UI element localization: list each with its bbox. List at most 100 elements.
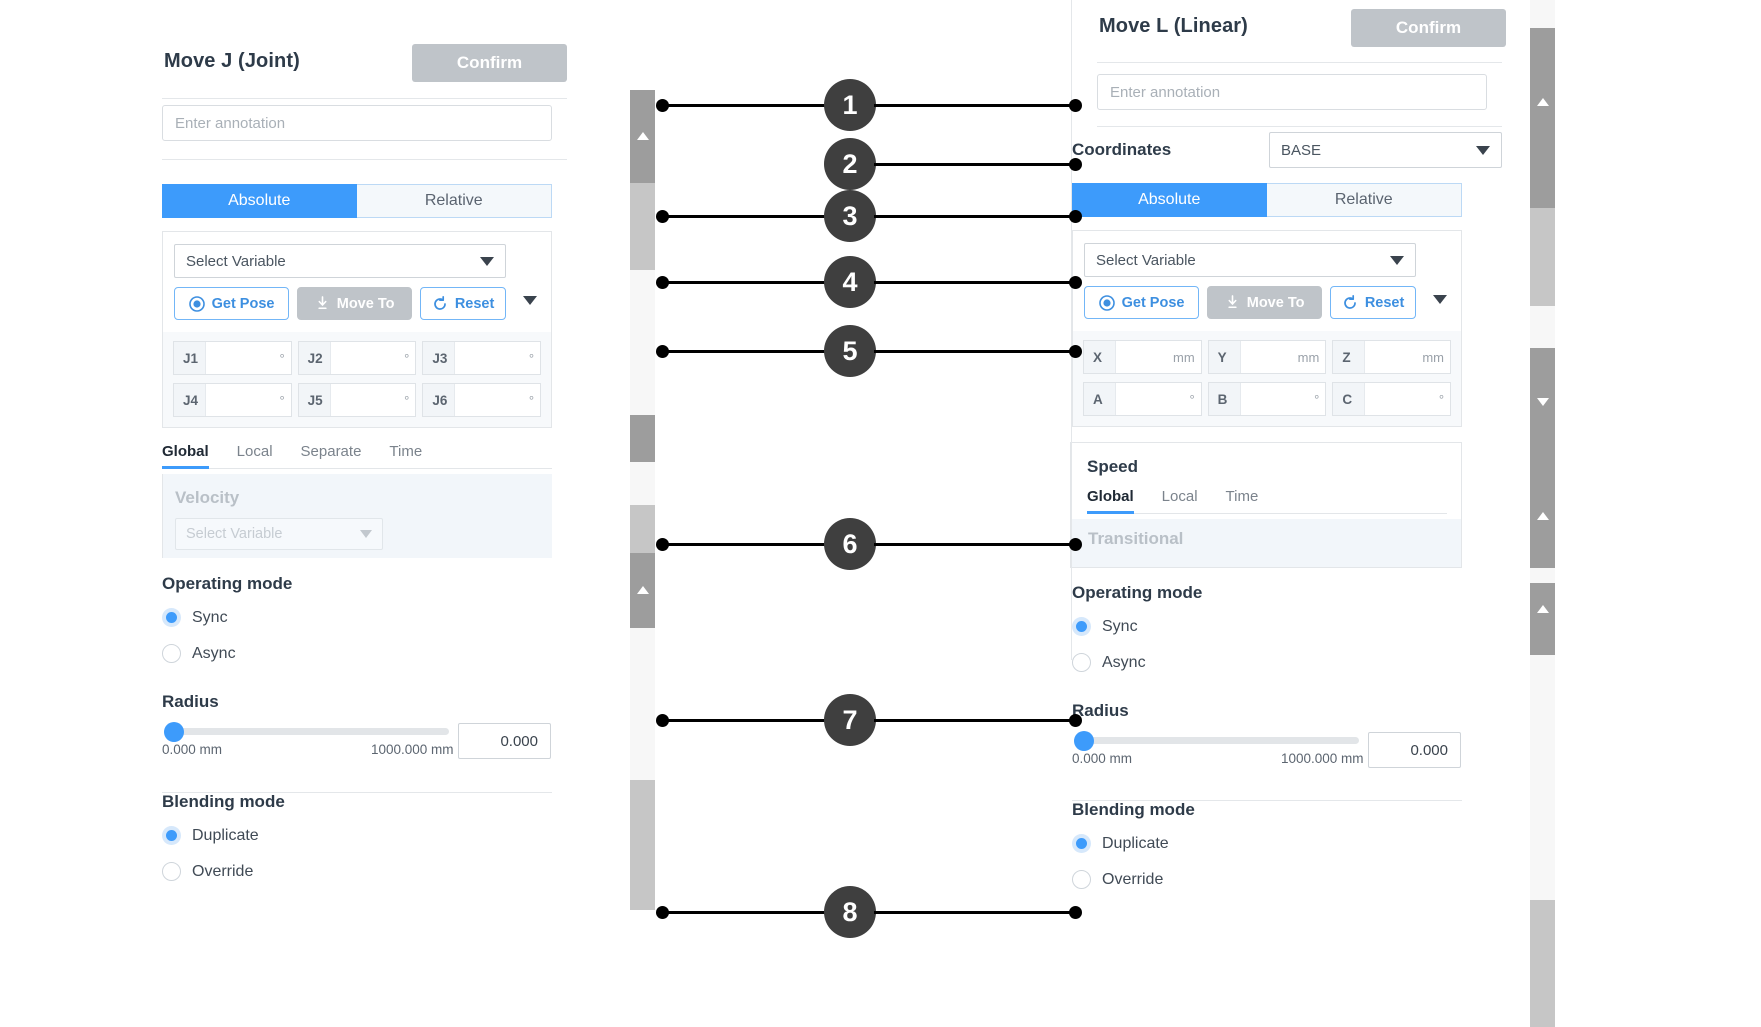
- callout-line-right-5: [874, 350, 1074, 353]
- expand-variable-button[interactable]: [1423, 286, 1457, 312]
- tab-global[interactable]: Global: [1087, 488, 1134, 514]
- radius-value-input[interactable]: 0.000: [1368, 732, 1461, 768]
- callout-line-right-3: [874, 215, 1074, 218]
- reset-button[interactable]: Reset: [1330, 286, 1416, 319]
- confirm-button[interactable]: Confirm: [1351, 9, 1506, 47]
- slider-knob[interactable]: [164, 722, 184, 742]
- left-panel-scrollbar[interactable]: [630, 90, 655, 910]
- radius-slider[interactable]: [164, 722, 449, 742]
- joint-field-j1[interactable]: J1 °: [173, 341, 292, 375]
- tab-time[interactable]: Time: [389, 443, 423, 460]
- pose-field-c[interactable]: C °: [1332, 382, 1452, 416]
- tab-global[interactable]: Global: [162, 443, 209, 469]
- tab-local[interactable]: Local: [1161, 488, 1198, 505]
- operating-mode-sync[interactable]: Sync: [1072, 617, 1138, 636]
- callout-dot-right-6: [1069, 538, 1082, 551]
- right-panel-scrollbar[interactable]: [1530, 0, 1555, 1027]
- scrollbar-thumb-d[interactable]: [630, 780, 655, 910]
- radio-unselected-icon: [1072, 870, 1091, 889]
- pose-field-z[interactable]: Z mm: [1332, 340, 1452, 374]
- scrollbar-track-b[interactable]: [630, 505, 655, 553]
- joint-unit: °: [528, 392, 535, 408]
- joint-field-j6[interactable]: J6 °: [422, 383, 542, 417]
- scrollbar-thumb-c[interactable]: [630, 553, 655, 628]
- coordinates-label: Coordinates: [1072, 140, 1172, 159]
- scrollbar-thumb-d[interactable]: [1530, 583, 1555, 655]
- blending-mode-override[interactable]: Override: [1072, 870, 1163, 889]
- tab-relative[interactable]: Relative: [1266, 183, 1462, 217]
- joint-field-j5[interactable]: J5 °: [297, 383, 417, 417]
- coordinates-row: Coordinates BASE: [1072, 132, 1502, 168]
- speed-title: Speed: [1087, 457, 1139, 476]
- radio-unselected-icon: [1072, 653, 1091, 672]
- speed-tab-bar: Global Local Time: [1087, 488, 1447, 514]
- operating-mode-sync[interactable]: Sync: [162, 608, 228, 627]
- blending-mode-duplicate[interactable]: Duplicate: [1072, 834, 1169, 853]
- radio-selected-icon: [1072, 834, 1091, 853]
- operating-mode-async[interactable]: Async: [1072, 653, 1146, 672]
- tab-separate[interactable]: Separate: [300, 443, 362, 460]
- annotation-input[interactable]: Enter annotation: [1097, 74, 1487, 110]
- pose-unit: mm: [1422, 349, 1445, 365]
- joint-field-j2[interactable]: J2 °: [297, 341, 417, 375]
- move-to-button[interactable]: Move To: [297, 287, 413, 320]
- variable-select[interactable]: Select Variable: [1084, 243, 1416, 277]
- move-l-panel: Move L (Linear) Confirm Enter annotation…: [1070, 0, 1545, 1027]
- radius-slider[interactable]: [1074, 731, 1359, 751]
- expand-variable-button[interactable]: [513, 287, 547, 313]
- blending-mode-override[interactable]: Override: [162, 862, 253, 881]
- coordinates-select[interactable]: BASE: [1269, 132, 1502, 168]
- slider-knob[interactable]: [1074, 731, 1094, 751]
- blending-mode-duplicate[interactable]: Duplicate: [162, 826, 259, 845]
- tab-local[interactable]: Local: [236, 443, 273, 460]
- scrollbar-track-a[interactable]: [630, 183, 655, 270]
- pose-field-y[interactable]: Y mm: [1207, 340, 1327, 374]
- joint-key: J6: [423, 384, 456, 416]
- joint-field-j4[interactable]: J4 °: [173, 383, 292, 417]
- reset-button[interactable]: Reset: [420, 287, 506, 320]
- scrollbar-thumb-b[interactable]: [1530, 348, 1555, 480]
- variable-select[interactable]: Select Variable: [174, 244, 506, 278]
- pose-field-b[interactable]: B °: [1207, 382, 1327, 416]
- confirm-button[interactable]: Confirm: [412, 44, 567, 82]
- callout-line-left-4: [662, 281, 832, 284]
- annotation-placeholder: Enter annotation: [175, 114, 286, 132]
- radius-value-input[interactable]: 0.000: [458, 723, 551, 759]
- scrollbar-thumb-b[interactable]: [630, 415, 655, 462]
- tab-absolute[interactable]: Absolute: [162, 184, 357, 218]
- pose-field-a[interactable]: A °: [1083, 382, 1202, 416]
- coordinates-value: BASE: [1281, 141, 1322, 159]
- joint-row-2: J4 ° J5 ° J6 °: [173, 383, 542, 417]
- pose-key: Z: [1333, 341, 1366, 373]
- callout-line-right-8: [874, 911, 1074, 914]
- scrollbar-thumb-a[interactable]: [1530, 28, 1555, 208]
- scrollbar-thumb-c[interactable]: [1530, 480, 1555, 568]
- tab-time[interactable]: Time: [1225, 488, 1259, 505]
- scrollbar-track-a[interactable]: [1530, 208, 1555, 306]
- joint-key: J1: [174, 342, 206, 374]
- scrollbar-thumb-a[interactable]: [630, 90, 655, 183]
- operating-mode-async[interactable]: Async: [162, 644, 236, 663]
- radius-min-label: 0.000 mm: [1072, 751, 1133, 766]
- get-pose-button[interactable]: Get Pose: [1084, 286, 1200, 319]
- radio-label: Override: [192, 862, 254, 880]
- get-pose-button[interactable]: Get Pose: [174, 287, 290, 320]
- annotation-input[interactable]: Enter annotation: [162, 105, 552, 141]
- speed-box: Speed Global Local Time Transitional: [1070, 442, 1462, 568]
- velocity-variable-select[interactable]: Select Variable: [175, 518, 383, 550]
- callout-line-left-8: [662, 911, 832, 914]
- callout-number-7: 7: [824, 694, 876, 746]
- callout-line-right-4: [874, 281, 1074, 284]
- tab-absolute[interactable]: Absolute: [1072, 183, 1267, 217]
- pose-field-x[interactable]: X mm: [1083, 340, 1202, 374]
- transitional-label: Transitional: [1088, 529, 1184, 548]
- move-to-button[interactable]: Move To: [1207, 286, 1323, 319]
- joint-field-j3[interactable]: J3 °: [422, 341, 542, 375]
- pose-key: X: [1084, 341, 1116, 373]
- annotation-placeholder: Enter annotation: [1110, 83, 1221, 101]
- tab-relative[interactable]: Relative: [356, 184, 552, 218]
- operating-mode-heading: Operating mode: [1072, 583, 1203, 602]
- radius-divider: [162, 792, 552, 793]
- scrollbar-thumb-e[interactable]: [1530, 900, 1555, 1027]
